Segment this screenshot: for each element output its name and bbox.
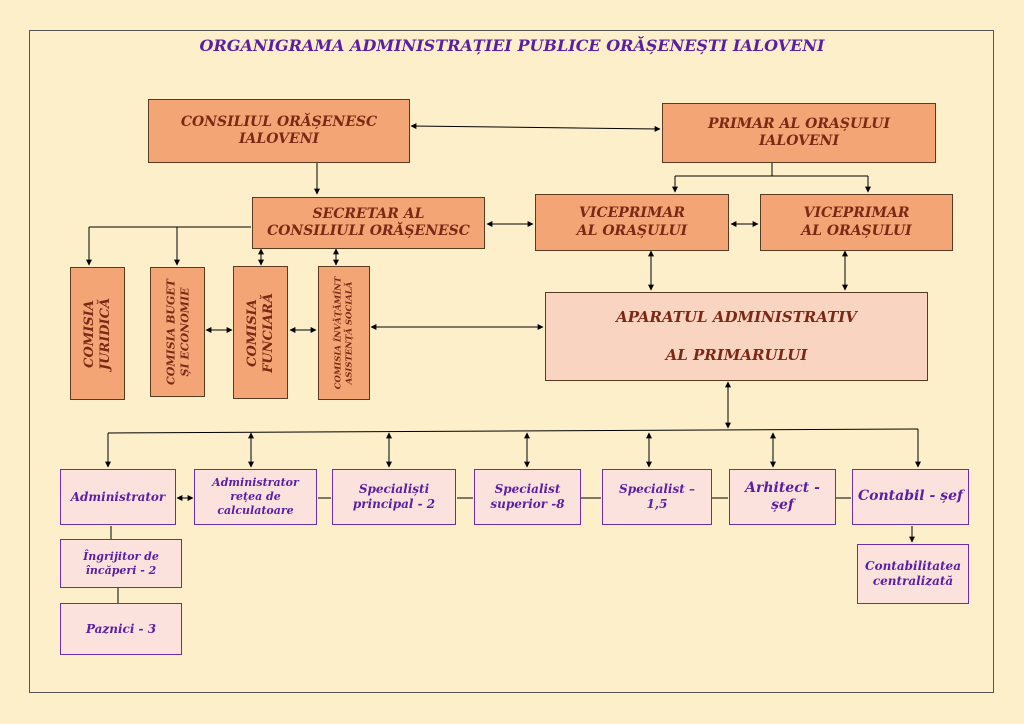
comisia-buget-label: COMISIA BUGET ȘI ECONOMIE [163,279,191,385]
contabilitatea-box: Contabilitatea centralizată [857,544,969,604]
secretar-box: SECRETAR AL CONSILIULI ORĂȘENESC [252,197,485,249]
primar-box: PRIMAR AL ORAȘULUI IALOVENI [662,103,936,163]
specialist-box: Specialist – 1,5 [602,469,712,525]
comisia-funciara-box: COMISIA FUNCIARĂ [233,266,288,399]
arhitect-box: Arhitect - șef [729,469,836,525]
comisia-invatamint-box: COMISIA ÎNVĂȚĂMÎNT ASISTENȚĂ SOCIALĂ [318,266,370,400]
viceprimar-2-box: VICEPRIMAR AL ORAȘULUI [760,194,953,251]
contabil-box: Contabil - șef [852,469,969,525]
consiliul-box: CONSILIUL ORĂȘENESC IALOVENI [148,99,410,163]
specialisti-principal-box: Specialiști principal - 2 [332,469,456,525]
viceprimar-1-box: VICEPRIMAR AL ORAȘULUI [535,194,729,251]
aparatul-box: APARATUL ADMINISTRATIV AL PRIMARULUI [545,292,928,381]
diagram-frame [29,30,994,693]
administrator-box: Administrator [60,469,176,525]
diagram-title: ORGANIGRAMA ADMINISTRAȚIEI PUBLICE ORĂȘE… [199,36,825,55]
specialist-superior-box: Specialist superior -8 [474,469,581,525]
comisia-invatamint-label: COMISIA ÎNVĂȚĂMÎNT ASISTENȚĂ SOCIALĂ [333,276,354,390]
administrator-retea-box: Administrator rețea de calculatoare [194,469,317,525]
comisia-buget-box: COMISIA BUGET ȘI ECONOMIE [150,267,205,397]
comisia-juridica-box: COMISIA JURIDICĂ [70,267,125,400]
ingrijitor-box: Îngrijitor de încăperi - 2 [60,539,182,588]
paznici-box: Paznici - 3 [60,603,182,655]
comisia-funciara-label: COMISIA FUNCIARĂ [244,292,276,373]
comisia-juridica-label: COMISIA JURIDICĂ [81,297,113,370]
